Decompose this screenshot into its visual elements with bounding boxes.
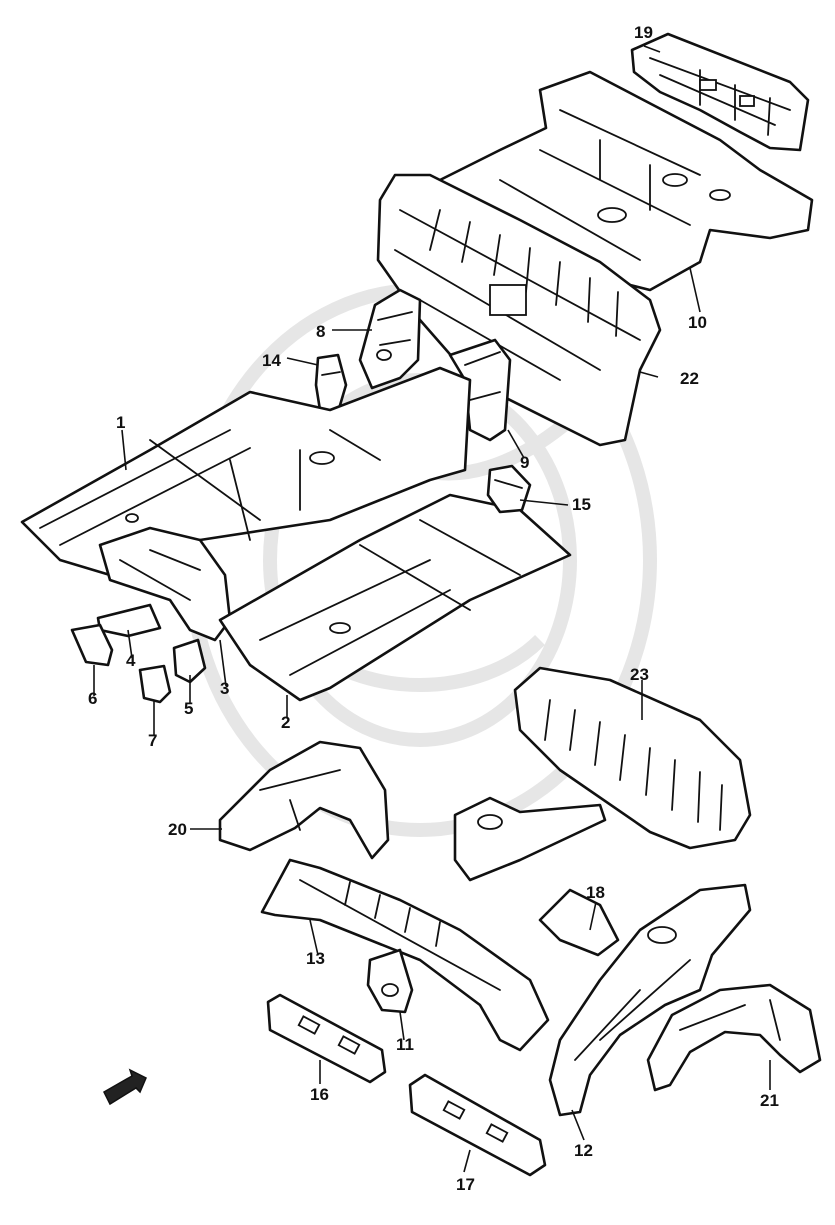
part-21-rear-wheel-house[interactable] [646,983,822,1092]
part-12-rear-side-member[interactable] [548,883,752,1117]
part-13-side-member[interactable] [260,858,550,1052]
part-18-bracket[interactable] [538,888,620,957]
callout-17: 17 [456,1175,475,1194]
part-7-bracket[interactable] [138,664,172,704]
callout-6: 6 [88,689,97,708]
part-14-small-bracket[interactable] [314,353,348,414]
callout-4: 4 [126,651,136,670]
callout-22: 22 [680,369,699,388]
part-6-bracket[interactable] [70,623,114,667]
part-20-wheel-house[interactable] [218,740,390,860]
callout-13: 13 [306,949,325,968]
callout-20: 20 [168,820,187,839]
callout-18: 18 [586,883,605,902]
callout-23: 23 [630,665,649,684]
callout-5: 5 [184,699,193,718]
part-cross-member[interactable] [453,796,607,882]
front-direction-arrow-icon [103,1068,147,1106]
part-3-tunnel[interactable] [98,526,232,642]
part-15-bracket[interactable] [486,464,532,514]
callout-12: 12 [574,1141,593,1160]
callout-labels: 19 10 22 8 14 1 9 15 4 3 5 6 7 2 23 20 1… [88,23,779,1194]
callout-8: 8 [316,322,325,341]
callout-9: 9 [520,453,529,472]
callout-15: 15 [572,495,591,514]
part-19-rear-upper-panel[interactable] [630,32,810,152]
callout-1: 1 [116,413,125,432]
leader-lines [93,45,771,1173]
callout-19: 19 [634,23,653,42]
callout-2: 2 [281,713,290,732]
callout-14: 14 [262,351,281,370]
callout-10: 10 [688,313,707,332]
callout-21: 21 [760,1091,779,1110]
part-8-bracket[interactable] [358,288,422,390]
callout-7: 7 [148,731,157,750]
callout-3: 3 [220,679,229,698]
part-11-mount[interactable] [366,948,414,1014]
callout-16: 16 [310,1085,329,1104]
part-22-rear-panel[interactable] [376,173,662,447]
callout-11: 11 [396,1035,414,1054]
part-23-rear-end-panel[interactable] [513,666,752,850]
part-16-plate[interactable] [266,993,387,1084]
part-17-plate[interactable] [408,1073,547,1177]
part-5-bracket[interactable] [172,638,207,684]
part-2-front-floor-right[interactable] [218,493,572,702]
